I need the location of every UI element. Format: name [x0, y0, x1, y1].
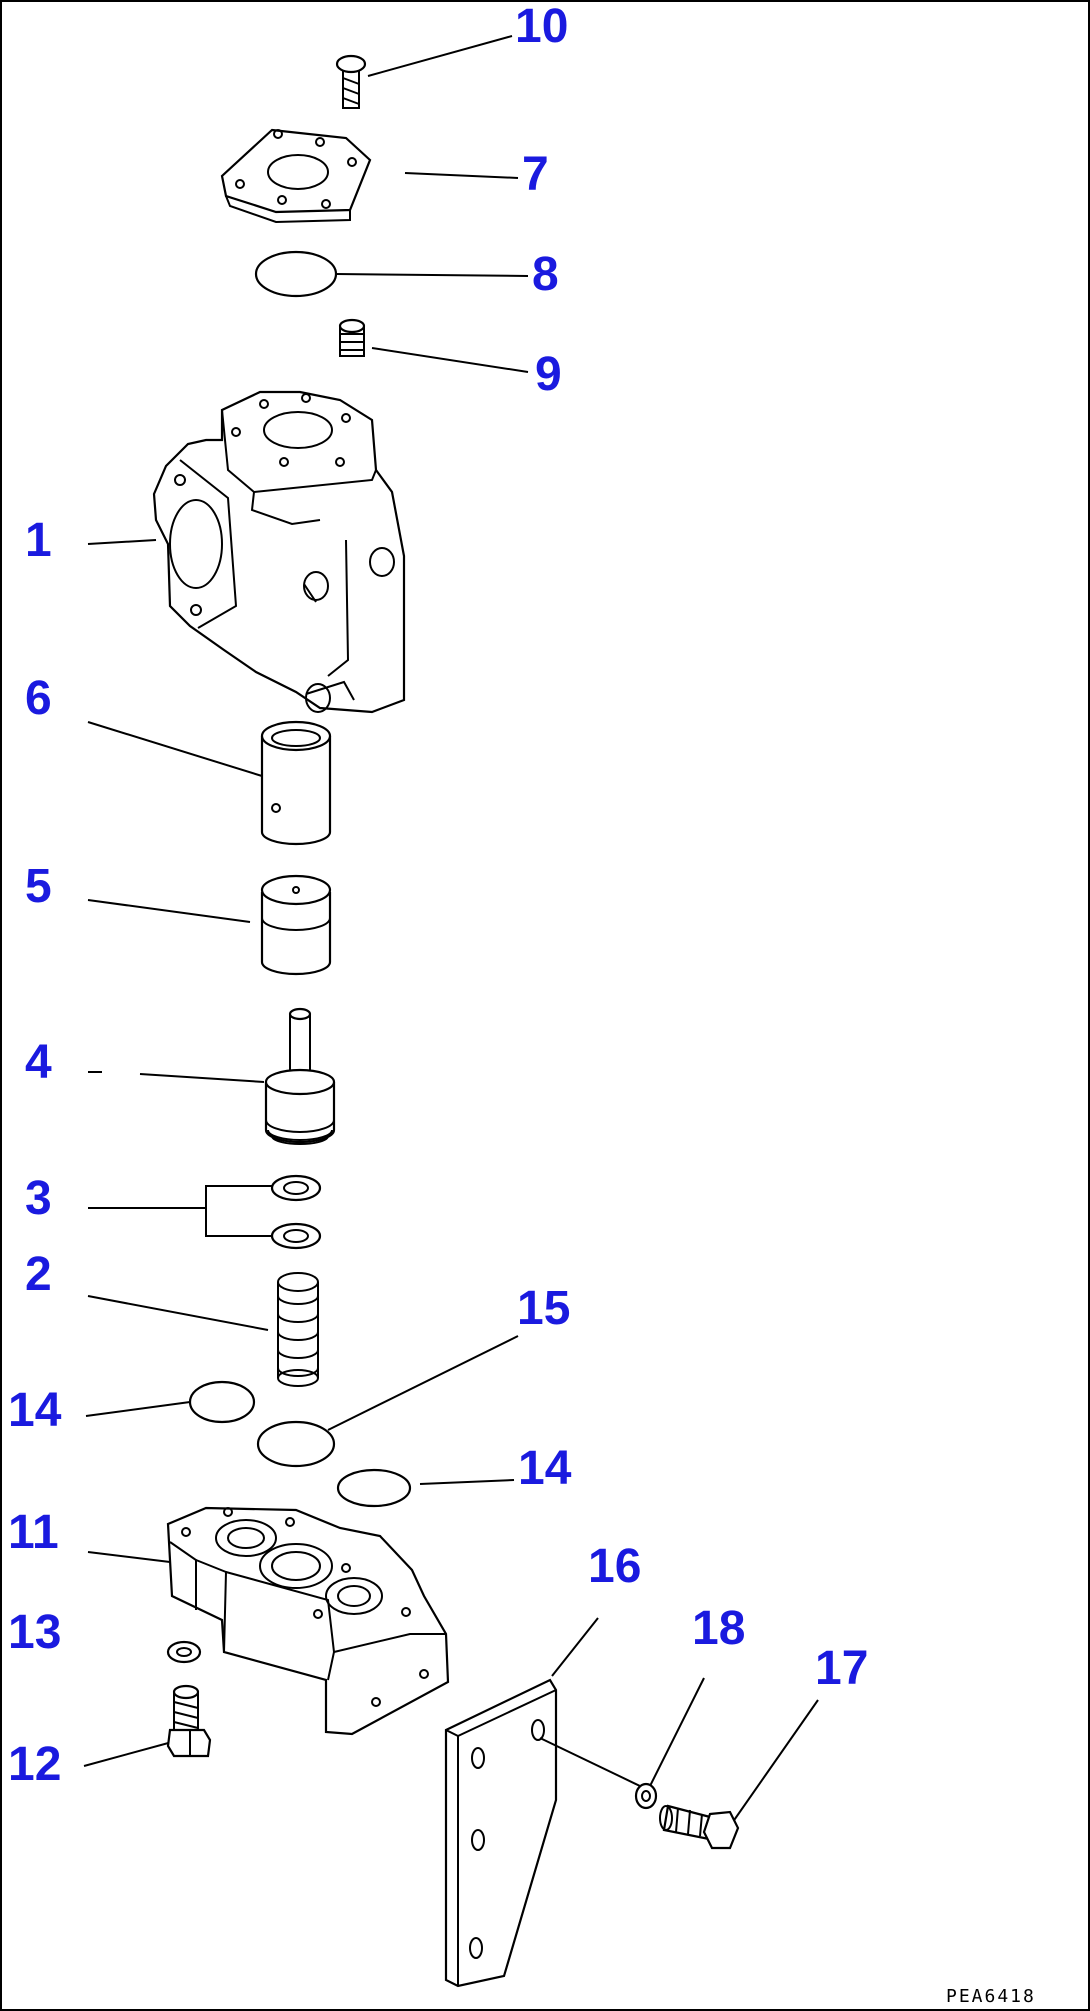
callout-label-15: 15	[517, 1282, 570, 1335]
callout-label-6: 6	[25, 672, 52, 725]
callout-label-4: 4	[25, 1036, 52, 1089]
part-17-bolt	[659, 1804, 740, 1850]
part-6-sleeve	[260, 720, 332, 846]
leader-lines	[83, 35, 819, 1827]
callout-label-7: 7	[522, 148, 549, 201]
callout-label-17: 17	[815, 1642, 868, 1695]
callout-label-1: 1	[25, 514, 52, 567]
part-16-bracket-plate	[444, 1678, 641, 1988]
part-18-lock-washer	[634, 1782, 658, 1810]
part-11-manifold-block	[166, 1506, 450, 1736]
callout-label-12: 12	[8, 1738, 61, 1791]
callout-label-11: 11	[8, 1506, 59, 1559]
part-13-washer	[166, 1640, 202, 1664]
part-4-spool	[264, 1007, 336, 1145]
part-1-valve-body	[152, 390, 406, 714]
part-14-o-ring-left	[188, 1380, 256, 1424]
part-12-bolt	[166, 1684, 212, 1758]
callout-label-5: 5	[25, 860, 52, 913]
part-8-o-ring	[254, 250, 338, 298]
callout-label-10: 10	[515, 0, 568, 53]
callout-label-8: 8	[532, 248, 559, 301]
part-7-flange-plate	[220, 128, 372, 224]
part-15-o-ring	[256, 1420, 336, 1468]
callout-label-14-right: 14	[518, 1442, 572, 1495]
part-14-o-ring-right	[336, 1468, 412, 1508]
callout-label-9: 9	[535, 348, 562, 401]
part-10-screw	[335, 54, 367, 109]
callout-label-16: 16	[588, 1540, 641, 1593]
callout-label-2: 2	[25, 1248, 52, 1301]
part-2-spring	[277, 1272, 319, 1387]
part-3-washers	[270, 1174, 322, 1250]
callout-label-13: 13	[8, 1606, 61, 1659]
callout-label-18: 18	[692, 1602, 745, 1655]
part-9-small-spring	[338, 318, 366, 357]
drawing-code: PEA6418	[946, 1986, 1036, 2007]
callout-label-3: 3	[25, 1172, 52, 1225]
callout-label-14-left: 14	[8, 1384, 62, 1437]
part-5-piston	[260, 874, 332, 976]
